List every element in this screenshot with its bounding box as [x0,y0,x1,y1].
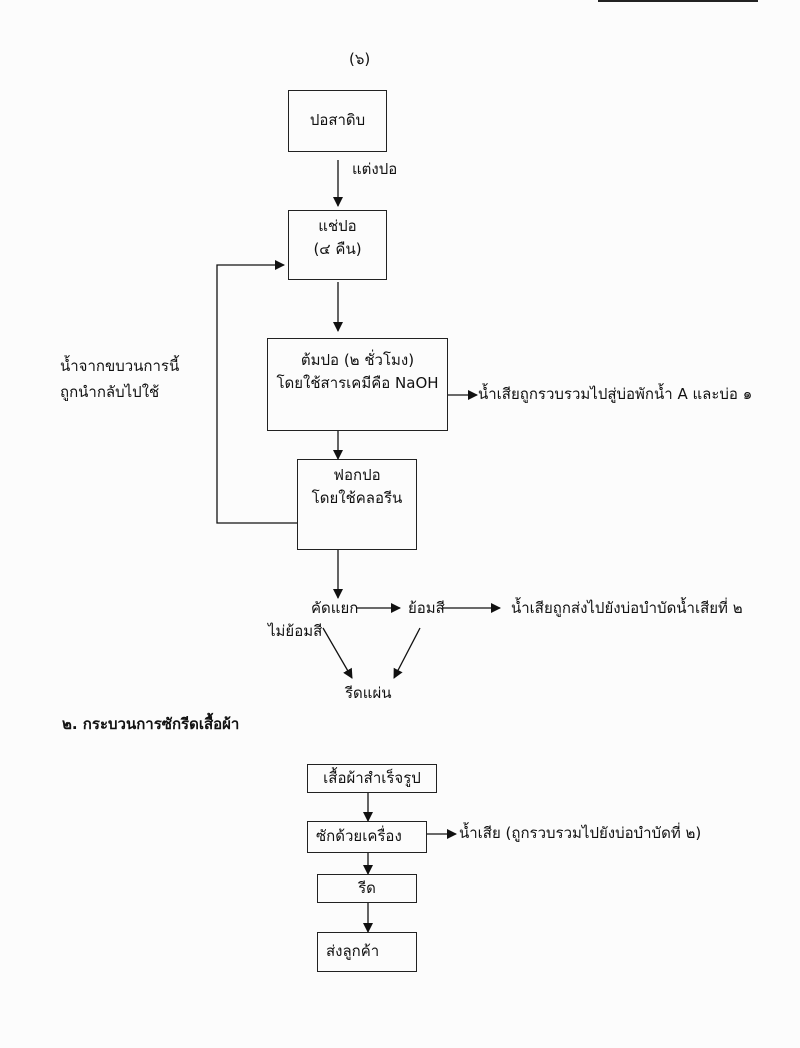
node-machine-wash-label: ซักด้วยเครื่อง [316,827,402,846]
node-bleach-detail: โดยใช้คลอรีน [311,489,403,508]
label-recycle-water: น้ำจากขบวนการนี้ ถูกนำกลับไปใช้ [60,353,179,406]
node-soak: แช่ปอ (๔ คืน) [288,210,387,280]
node-deliver-label: ส่งลูกค้า [326,942,380,961]
node-soak-title: แช่ปอ [318,217,357,235]
node-boil: ต้มปอ (๒ ชั่วโมง) โดยใช้สารเคมีคือ NaOH [267,338,448,431]
node-boil-detail: โดยใช้สารเคมีคือ NaOH [276,374,439,393]
label-wash-wastewater: น้ำเสีย (ถูกรวบรวมไปยังบ่อบำบัดที่ ๒) [459,824,702,842]
node-raw-fiber-label: ปอสาดิบ [309,111,366,130]
label-boil-wastewater: น้ำเสียถูกรวบรวมไปสู่บ่อพักน้ำ A และบ่อ … [478,385,753,403]
label-dye-wastewater: น้ำเสียถูกส่งไปยังบ่อบำบัดน้ำเสียที่ ๒ [511,599,743,617]
node-garments: เสื้อผ้าสำเร็จรูป [307,764,437,793]
page-number: (๖) [349,50,371,68]
node-deliver: ส่งลูกค้า [317,932,417,972]
node-bleach: ฟอกปอ โดยใช้คลอรีน [297,459,417,550]
node-garments-label: เสื้อผ้าสำเร็จรูป [323,768,421,787]
arrow-sort-to-press [322,627,353,679]
label-recycle-line2: ถูกนำกลับไปใช้ [60,383,160,402]
node-iron-label: รีด [358,878,376,897]
node-dye: ย้อมสี [408,599,445,617]
label-recycle-line1: น้ำจากขบวนการนี้ [60,357,180,375]
node-sort: คัดแยก [311,599,359,617]
node-raw-fiber: ปอสาดิบ [288,90,387,152]
section2-heading: ๒. กระบวนการซักรีดเสื้อผ้า [62,715,240,733]
label-prepare-fiber: แต่งปอ [352,160,398,178]
node-soak-duration: (๔ คืน) [313,240,362,259]
page-top-rule [598,0,758,2]
node-machine-wash: ซักด้วยเครื่อง [307,821,427,853]
node-iron: รีด [317,874,417,903]
label-no-dye: ไม่ย้อมสี [268,622,323,640]
arrow-dye-to-press [393,627,421,679]
node-press: รีดแผ่น [345,684,392,702]
node-boil-title: ต้มปอ (๒ ชั่วโมง) [300,351,415,369]
node-bleach-title: ฟอกปอ [333,466,381,484]
